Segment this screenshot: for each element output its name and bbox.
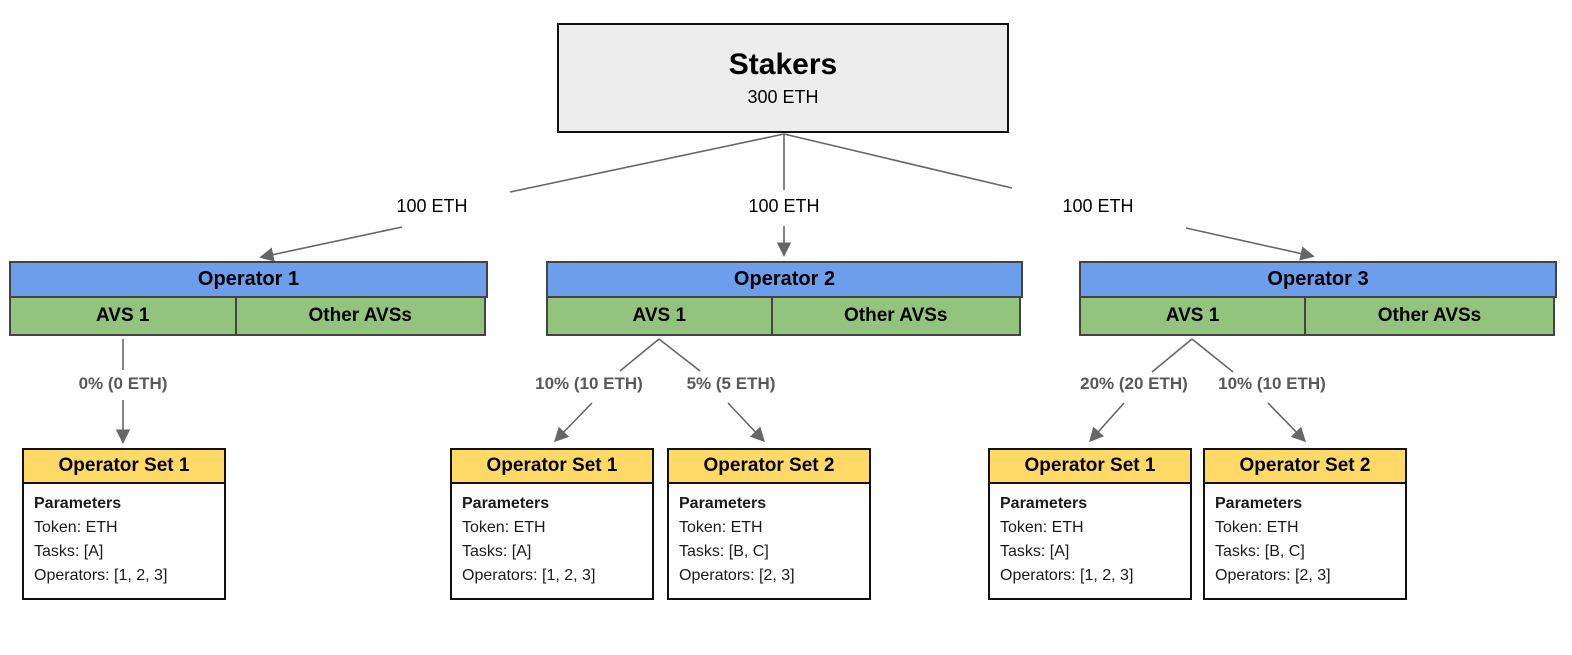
edge-arrow-op2-set2	[727, 402, 765, 443]
alloc-label-op3-set1: 20% (20 ETH)	[1080, 374, 1188, 393]
params-heading: Parameters	[34, 495, 122, 512]
operator3-avs-row: AVS 1 Other AVSs	[1079, 296, 1557, 336]
operator2-title: Operator 2	[546, 261, 1023, 298]
param-operators: Operators: [2, 3]	[1215, 567, 1331, 584]
operator3-title: Operator 3	[1079, 261, 1557, 298]
param-tasks: Tasks: [B, C]	[1215, 543, 1305, 560]
param-token: Token: ETH	[34, 519, 118, 536]
edge-stakers-left	[509, 133, 785, 193]
operator1-avs-row: AVS 1 Other AVSs	[9, 296, 488, 336]
alloc-label-op1-set1: 0% (0 ETH)	[78, 374, 168, 393]
op3-operator-set-1: Operator Set 1 Parameters Token: ETH Tas…	[988, 448, 1192, 600]
op2-set2-params: Parameters Token: ETH Tasks: [B, C] Oper…	[667, 484, 871, 600]
edge-op2-fork-left	[619, 338, 660, 372]
operator1-title: Operator 1	[9, 261, 488, 298]
edge-op3-fork-right	[1191, 338, 1234, 373]
edge-op3-fork-left	[1151, 338, 1193, 373]
operator3-node: Operator 3 AVS 1 Other AVSs	[1079, 261, 1557, 338]
param-operators: Operators: [2, 3]	[679, 567, 795, 584]
operator2-avs1-cell: AVS 1	[546, 296, 773, 336]
edge-arrow-op3-set1	[1089, 402, 1125, 443]
param-token: Token: ETH	[462, 519, 546, 536]
stake-label-operator3: 100 ETH	[1062, 196, 1134, 216]
param-operators: Operators: [1, 2, 3]	[1000, 567, 1134, 584]
op2-set1-params: Parameters Token: ETH Tasks: [A] Operato…	[450, 484, 654, 600]
operator1-other-avs-cell: Other AVSs	[234, 296, 486, 336]
edge-stakers-right	[783, 133, 1013, 189]
op1-operator-set-1: Operator Set 1 Parameters Token: ETH Tas…	[22, 448, 226, 600]
edge-arrow-operator1	[259, 226, 403, 262]
alloc-label-op2-set1: 10% (10 ETH)	[535, 374, 643, 393]
operator2-node: Operator 2 AVS 1 Other AVSs	[546, 261, 1023, 338]
edge-arrow-operator3	[1185, 227, 1315, 261]
param-token: Token: ETH	[1215, 519, 1299, 536]
op2-set1-title: Operator Set 1	[450, 448, 654, 484]
param-operators: Operators: [1, 2, 3]	[462, 567, 596, 584]
op3-set2-title: Operator Set 2	[1203, 448, 1407, 484]
alloc-label-op3-set2: 10% (10 ETH)	[1218, 374, 1326, 393]
op3-set2-params: Parameters Token: ETH Tasks: [B, C] Oper…	[1203, 484, 1407, 600]
stakers-amount: 300 ETH	[747, 86, 819, 107]
params-heading: Parameters	[1000, 495, 1088, 512]
param-tasks: Tasks: [A]	[1000, 543, 1070, 560]
stakers-title: Stakers	[728, 48, 838, 82]
edge-arrow-op3-set2	[1267, 402, 1307, 443]
op3-operator-set-2: Operator Set 2 Parameters Token: ETH Tas…	[1203, 448, 1407, 600]
operator3-other-avs-cell: Other AVSs	[1304, 296, 1555, 336]
stake-label-operator2: 100 ETH	[748, 196, 820, 216]
stake-label-operator1: 100 ETH	[396, 196, 468, 216]
op3-set1-title: Operator Set 1	[988, 448, 1192, 484]
param-tasks: Tasks: [A]	[34, 543, 104, 560]
operator2-other-avs-cell: Other AVSs	[770, 296, 1021, 336]
params-heading: Parameters	[679, 495, 767, 512]
alloc-label-op2-set2: 5% (5 ETH)	[686, 374, 776, 393]
stakers-node: Stakers 300 ETH	[557, 23, 1009, 133]
param-tasks: Tasks: [A]	[462, 543, 532, 560]
edge-op2-fork-right	[658, 338, 701, 372]
param-tasks: Tasks: [B, C]	[679, 543, 769, 560]
param-token: Token: ETH	[1000, 519, 1084, 536]
op2-set2-title: Operator Set 2	[667, 448, 871, 484]
operator2-avs-row: AVS 1 Other AVSs	[546, 296, 1023, 336]
operator3-avs1-cell: AVS 1	[1079, 296, 1307, 336]
op1-set1-title: Operator Set 1	[22, 448, 226, 484]
op2-operator-set-2: Operator Set 2 Parameters Token: ETH Tas…	[667, 448, 871, 600]
params-heading: Parameters	[462, 495, 550, 512]
operator1-node: Operator 1 AVS 1 Other AVSs	[9, 261, 488, 338]
operator1-avs1-cell: AVS 1	[9, 296, 237, 336]
param-token: Token: ETH	[679, 519, 763, 536]
op3-set1-params: Parameters Token: ETH Tasks: [A] Operato…	[988, 484, 1192, 600]
op2-operator-set-1: Operator Set 1 Parameters Token: ETH Tas…	[450, 448, 654, 600]
op1-set1-params: Parameters Token: ETH Tasks: [A] Operato…	[22, 484, 226, 600]
edge-arrow-op2-set1	[553, 402, 593, 443]
params-heading: Parameters	[1215, 495, 1303, 512]
param-operators: Operators: [1, 2, 3]	[34, 567, 168, 584]
